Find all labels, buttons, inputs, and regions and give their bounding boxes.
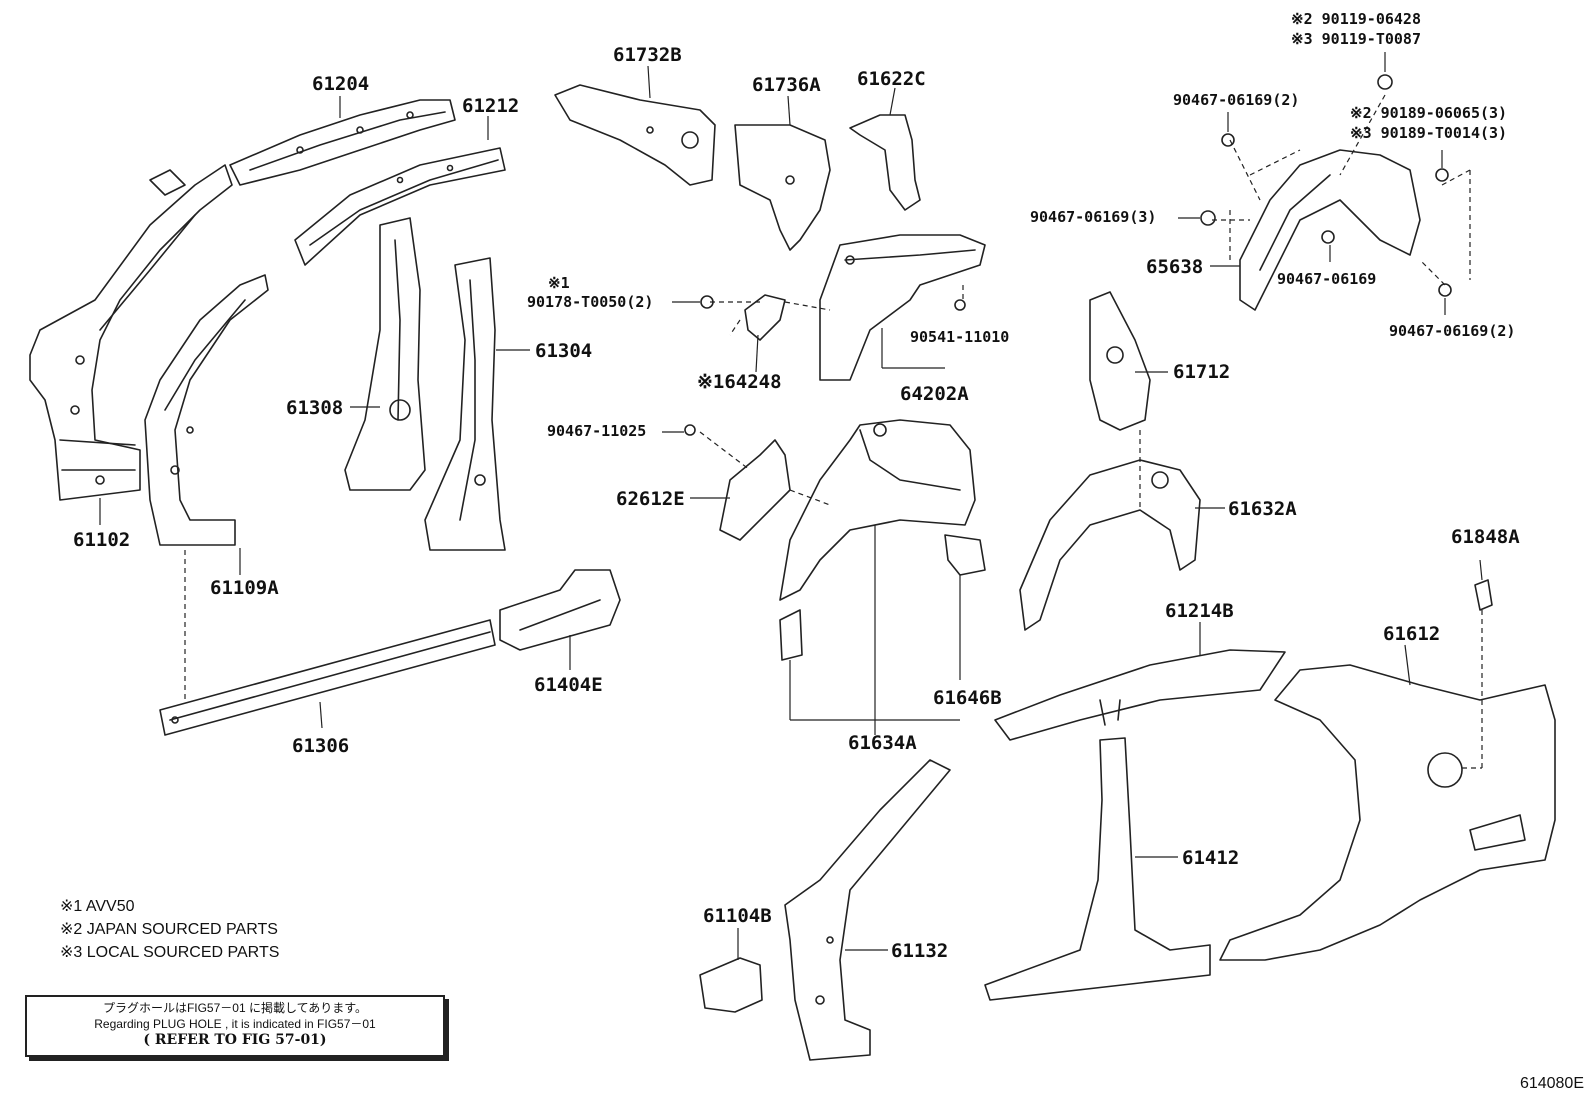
label-61736a: 61736A — [752, 74, 821, 96]
part-61308-shape — [344, 217, 426, 491]
part-61412-shape — [984, 737, 1211, 1001]
label-90467-c: 90467-06169 — [1277, 270, 1377, 288]
label-61404e: 61404E — [534, 674, 603, 696]
part-65638-shape — [1239, 149, 1421, 311]
part-61632a-shape — [1019, 459, 1201, 631]
part-61132-shape — [784, 759, 951, 1061]
label-61109a: 61109A — [210, 577, 279, 599]
part-61304-shape — [424, 257, 506, 551]
part-61204-shape — [229, 99, 456, 186]
part-61104b-shape — [699, 957, 763, 1013]
label-61412: 61412 — [1182, 847, 1240, 869]
label-61132: 61132 — [891, 940, 949, 962]
plug-hole-note: プラグホールはFIG57－01 に掲載してあります。 Regarding PLU… — [25, 995, 445, 1057]
legend-line-2: ※2 JAPAN SOURCED PARTS — [60, 921, 278, 938]
label-90467-d: 90467-06169(2) — [1389, 322, 1516, 340]
part-61612-shape — [1219, 664, 1556, 961]
part-61212-shape — [294, 147, 506, 266]
label-90119-a: ※2 90119-06428 — [1291, 10, 1421, 28]
label-61102: 61102 — [73, 529, 131, 551]
note-japanese: プラグホールはFIG57－01 に掲載してあります。 — [102, 1001, 368, 1015]
label-61632a: 61632A — [1228, 498, 1297, 520]
fastener-icons — [684, 74, 1452, 436]
part-61848a-shape — [1474, 579, 1493, 611]
label-61212: 61212 — [462, 95, 520, 117]
label-61214b: 61214B — [1165, 600, 1234, 622]
part-61634a-shape — [779, 419, 976, 601]
label-90119-b: ※3 90119-T0087 — [1291, 30, 1421, 48]
label-90541: 90541-11010 — [910, 328, 1010, 346]
label-61634a: 61634A — [848, 732, 917, 754]
part-61732b-shape — [554, 84, 716, 186]
label-61304: 61304 — [535, 340, 593, 362]
part-61102-shape — [29, 164, 233, 501]
figure-id: 614080E — [1519, 1075, 1584, 1092]
label-61104b: 61104B — [703, 905, 772, 927]
part-61712-shape — [1089, 291, 1151, 431]
note-reference[interactable]: ( REFER TO FIG 57-01) — [143, 1032, 327, 1048]
part-61622c-shape — [849, 114, 921, 211]
label-61712: 61712 — [1173, 361, 1231, 383]
part-61109a-shape — [144, 274, 269, 546]
label-61646b: 61646B — [933, 687, 1002, 709]
part-64248-shape — [744, 294, 786, 341]
label-61622c: 61622C — [857, 68, 926, 90]
label-61732b: 61732B — [613, 44, 682, 66]
label-61204: 61204 — [312, 73, 370, 95]
footnote-legend: ※1 AVV50 ※2 JAPAN SOURCED PARTS ※3 LOCAL… — [60, 895, 279, 964]
label-64248: ※164248 — [697, 371, 782, 393]
label-90178-mark: ※1 — [548, 274, 570, 292]
part-64202a-shape — [819, 234, 986, 381]
label-90189-a: ※2 90189-06065(3) — [1350, 104, 1508, 122]
label-61612: 61612 — [1383, 623, 1441, 645]
label-64202a: 64202A — [900, 383, 969, 405]
label-90467-b: 90467-06169(3) — [1030, 208, 1157, 226]
label-61848a: 61848A — [1451, 526, 1520, 548]
part-61736a-shape — [734, 124, 831, 251]
label-62612e: 62612E — [616, 488, 685, 510]
part-61214b-shape — [994, 649, 1286, 741]
legend-line-1: ※1 AVV50 — [60, 898, 135, 915]
note-english: Regarding PLUG HOLE , it is indicated in… — [94, 1017, 376, 1031]
label-90467-a: 90467-06169(2) — [1173, 91, 1300, 109]
label-61308: 61308 — [286, 397, 344, 419]
label-90189-b: ※3 90189-T0014(3) — [1350, 124, 1508, 142]
label-61306: 61306 — [292, 735, 350, 757]
part-61634a-piece — [779, 609, 803, 661]
label-90467-11025: 90467-11025 — [547, 422, 647, 440]
part-61306-shape — [159, 619, 496, 736]
part-61646b-shape — [944, 534, 986, 576]
label-65638: 65638 — [1146, 256, 1204, 278]
label-90178: 90178-T0050(2) — [527, 293, 654, 311]
legend-line-3: ※3 LOCAL SOURCED PARTS — [60, 944, 280, 961]
part-61404e-shape — [499, 569, 621, 651]
